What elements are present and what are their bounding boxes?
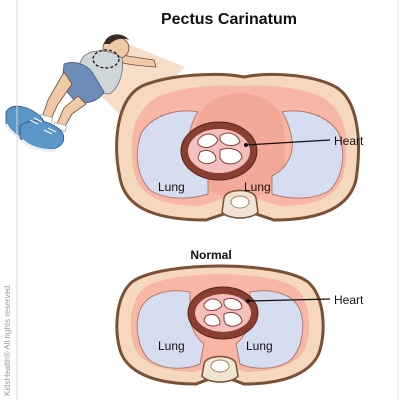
- bottom-left-lung: [136, 290, 205, 369]
- normal-subtitle: Normal: [190, 248, 231, 262]
- diagram-title: Pectus Carinatum: [161, 11, 297, 28]
- bottom-heart-pointer: [247, 298, 331, 302]
- bottom-left-lung-label: Lung: [158, 339, 185, 353]
- cross-section-normal: [115, 264, 331, 386]
- top-left-lung-label: Lung: [158, 180, 185, 194]
- top-right-lung-label: Lung: [244, 180, 271, 194]
- boy-illustration: [4, 34, 157, 152]
- top-spine: [221, 189, 259, 219]
- top-heart-pointer: [245, 139, 331, 146]
- bottom-right-lung-label: Lung: [246, 339, 273, 353]
- top-heart: [180, 121, 258, 181]
- bottom-heart: [187, 286, 259, 340]
- top-heart-label: Heart: [334, 134, 364, 148]
- bottom-heart-label: Heart: [334, 293, 364, 307]
- copyright-text: KidsHealth® All rights reserved.: [3, 283, 12, 396]
- cross-section-pectus-carinatum: [115, 72, 360, 222]
- bottom-spine: [201, 355, 239, 383]
- chest-highlight-circle: [92, 49, 120, 69]
- top-right-lung: [271, 110, 344, 199]
